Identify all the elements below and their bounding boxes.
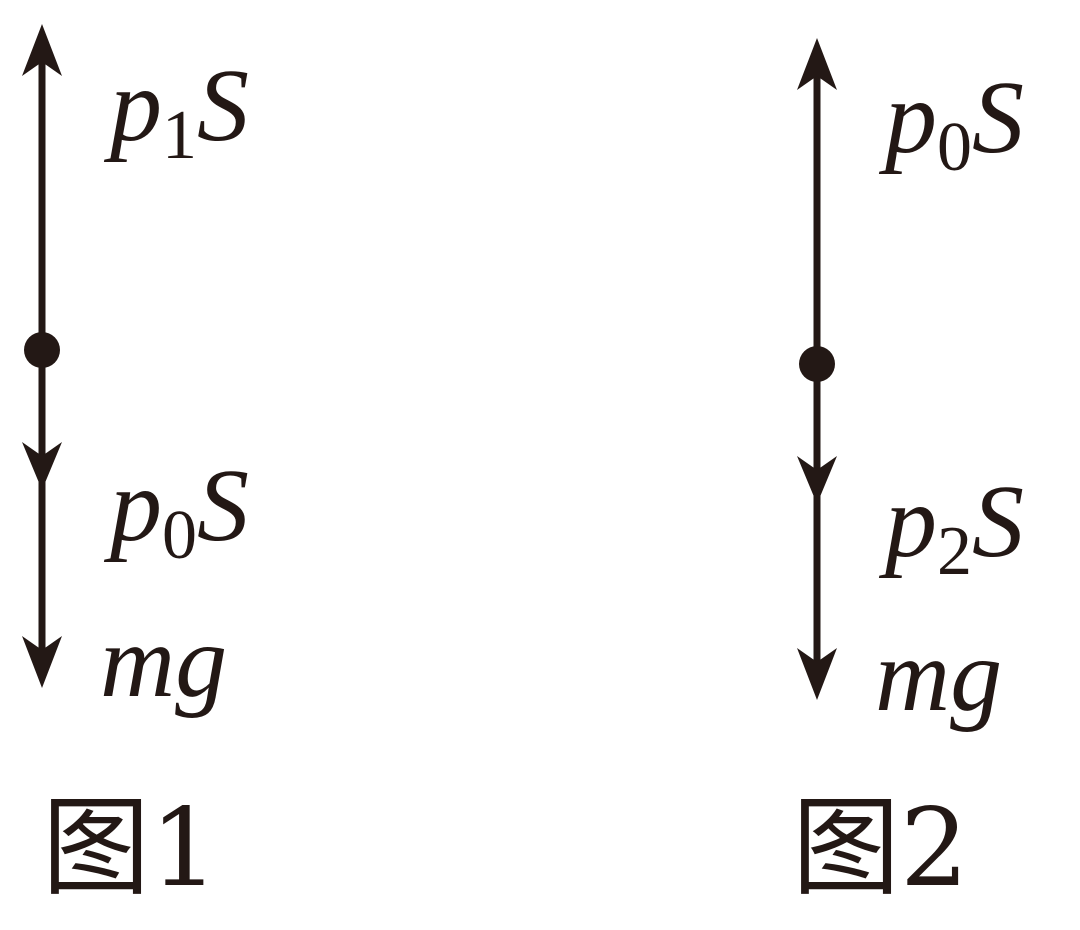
figure-2-arrow-down-bottom-icon — [797, 648, 837, 700]
figure-2: p0S p2S mg 图2 — [792, 38, 1024, 911]
figure-1-force-mid-label: p0S — [103, 448, 249, 574]
figure-2-body-dot — [799, 346, 835, 382]
figure-1-body-dot — [24, 332, 60, 368]
figure-1-arrow-down-bottom-icon — [22, 636, 62, 688]
figure-2-force-top-label: p0S — [878, 60, 1024, 186]
figure-2-caption: 图2 — [792, 786, 969, 911]
figure-1-weight-label: mg — [100, 604, 227, 719]
figure-1-force-top-label: p1S — [103, 48, 249, 174]
figure-2-arrow-up-icon — [797, 38, 837, 90]
figure-1: p1S p0S mg 图1 — [22, 24, 249, 911]
figure-1-arrow-up-icon — [22, 24, 62, 76]
figure-2-weight-label: mg — [875, 618, 1002, 733]
figure-2-arrow-down-mid-icon — [797, 456, 837, 504]
figure-2-force-mid-label: p2S — [878, 464, 1024, 590]
figure-1-arrow-down-mid-icon — [22, 442, 62, 490]
figure-1-caption: 图1 — [42, 786, 219, 911]
